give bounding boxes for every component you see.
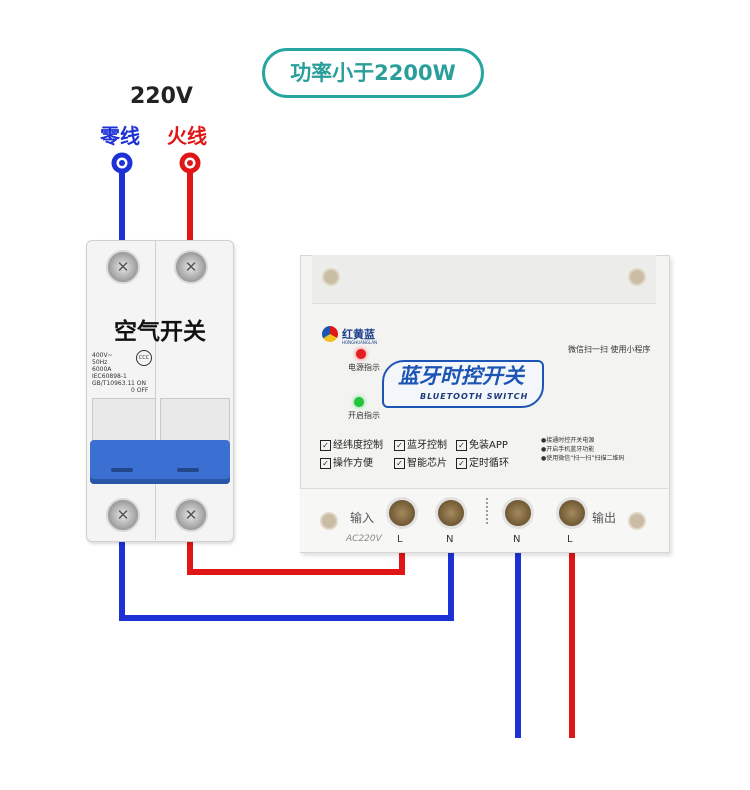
breaker-divider [155,240,156,540]
breaker-live-window [160,398,230,442]
input-neutral-terminal-icon[interactable] [435,497,467,529]
neutral-wire-label: 零线 [100,124,140,148]
breaker-on-off-legend: 1 ON 0 OFF [131,380,149,394]
device-top-section [312,255,656,304]
checkbox-icon: ✓ [456,439,467,451]
breaker-toggle-handle[interactable] [90,440,230,484]
terminal-label: N [446,534,454,545]
breaker-bottom-neutral-screw-icon [106,498,140,532]
checkbox-icon: ✓ [394,457,405,469]
neutral-breaker-to-input-wire [119,535,454,621]
power-led-label: 电源指示 [348,363,380,372]
output-label: 输出 [592,511,617,525]
feature-item: ✓操作方便 [320,454,373,469]
product-name-cn: 蓝牙时控开关 [398,364,524,388]
mount-hole-bottom-right-icon [628,512,646,530]
handle-slot-right [177,468,199,472]
input-label: 输入 [350,511,375,525]
feature-item: ✓经纬度控制 [320,436,383,451]
supply-voltage: 220V [130,84,193,109]
mount-hole-top-right-icon [628,268,646,286]
product-badge [382,360,544,408]
brand-name-en: HONGHUANGLAN [342,340,378,345]
usage-notes: ●接通时控开关电源 ●开启手机蓝牙功能 ●使用微信“扫一扫”扫描二维码 [541,437,625,462]
mount-hole-top-left-icon [322,268,340,286]
input-live-terminal-icon[interactable] [386,497,418,529]
breaker-top-live-screw-icon [174,250,208,284]
brand-logo-icon [322,326,338,342]
input-voltage: AC220V [346,534,382,544]
feature-item: ✓蓝牙控制 [394,436,447,451]
air-circuit-breaker [86,240,234,542]
output-neutral-terminal-icon[interactable] [502,497,534,529]
checkbox-icon: ✓ [394,439,405,451]
terminal-label: L [397,534,403,545]
checkbox-icon: ✓ [456,457,467,469]
mount-hole-bottom-left-icon [320,512,338,530]
breaker-top-neutral-screw-icon [106,250,140,284]
brand-name-cn: 红黄蓝 [342,328,375,341]
wechat-scan-note: 微信扫一扫 使用小程序 [568,345,651,354]
breaker-title: 空气开关 [114,319,206,345]
io-divider [486,498,489,524]
breaker-neutral-window [92,398,156,442]
device-terminal-section [300,488,668,552]
ccc-mark-icon: CCC [136,350,152,366]
live-breaker-to-input-wire [187,535,405,575]
breaker-bottom-live-screw-icon [174,498,208,532]
terminal-label: L [567,534,573,545]
checkbox-icon: ✓ [320,457,331,469]
checkbox-icon: ✓ [320,439,331,451]
output-live-terminal-icon[interactable] [556,497,588,529]
terminal-label: N [513,534,521,545]
feature-item: ✓定时循环 [456,454,509,469]
status-led-label: 开启指示 [348,411,380,420]
handle-slot-left [111,468,133,472]
product-name-en: BLUETOOTH SWITCH [420,392,529,401]
live-wire-label: 火线 [167,124,207,148]
power-limit-badge: 功率小于2200W [262,48,484,98]
feature-item: ✓智能芯片 [394,454,447,469]
breaker-spec-block: 400V~ 50Hz 6000A IEC60898-1 GB/T10963.1 [92,352,132,387]
status-led-icon [354,397,364,407]
power-led-icon [356,349,366,359]
feature-item: ✓免装APP [456,436,508,451]
